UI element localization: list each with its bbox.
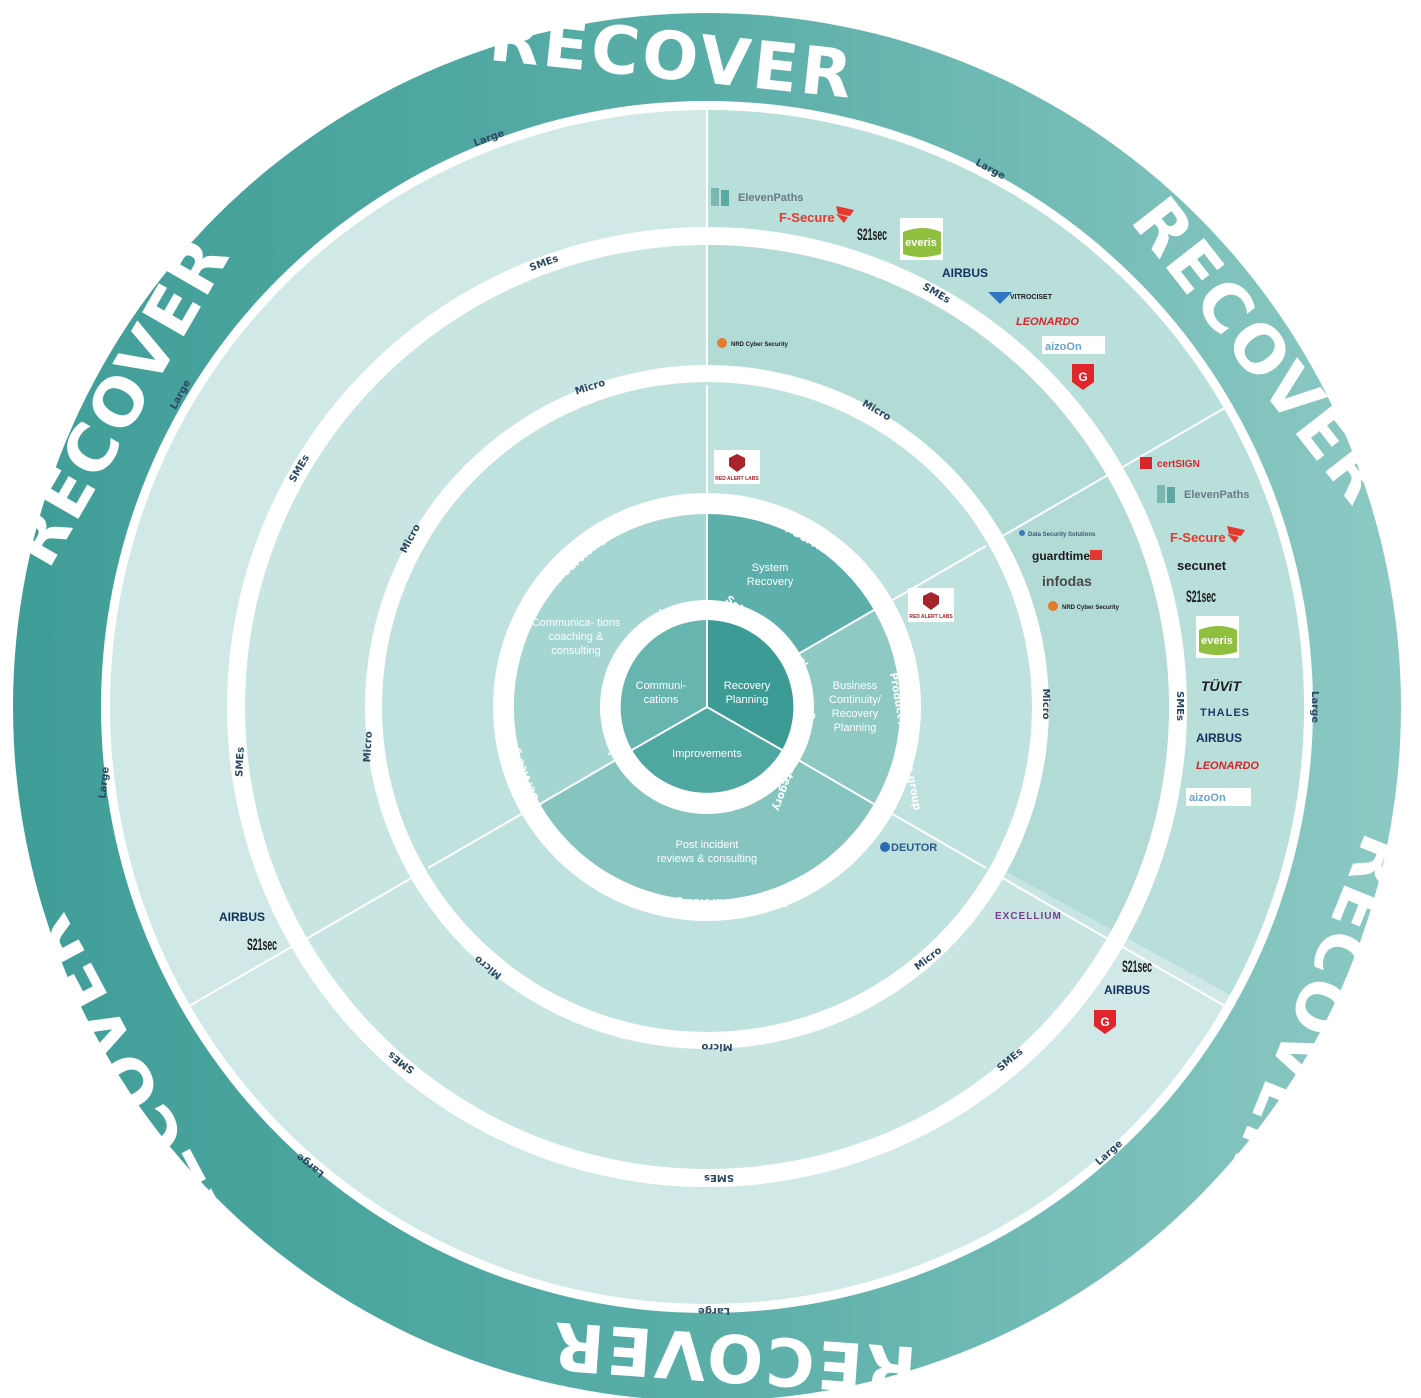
svg-text:S21sec: S21sec <box>857 225 887 244</box>
svg-text:ElevenPaths: ElevenPaths <box>1184 489 1249 501</box>
svg-text:AIRBUS: AIRBUS <box>942 266 988 280</box>
large-label: Large <box>1309 691 1320 723</box>
svg-text:infodas: infodas <box>1042 573 1092 589</box>
svg-text:DEUTOR: DEUTOR <box>891 842 937 854</box>
smes-label: SMEs <box>234 747 247 778</box>
svg-text:AIRBUS: AIRBUS <box>219 910 265 924</box>
svg-text:aizoOn: aizoOn <box>1045 341 1082 353</box>
svg-text:AIRBUS: AIRBUS <box>1196 731 1242 745</box>
leonardo-logo: LEONARDO <box>1196 760 1259 772</box>
svg-text:S21sec: S21sec <box>247 935 277 954</box>
svg-text:everis: everis <box>905 237 937 249</box>
aizoon-logo: aizoOn <box>1186 788 1251 806</box>
svg-text:everis: everis <box>1201 635 1233 647</box>
svg-text:secunet: secunet <box>1177 558 1227 573</box>
thales-logo: THALES <box>1200 707 1250 719</box>
svg-text:TÜViT: TÜViT <box>1201 678 1242 694</box>
improvements-label: Improvements <box>672 748 742 760</box>
smes-label: SMEs <box>704 1172 734 1183</box>
smes-label: SMEs <box>1174 691 1185 721</box>
gdata-logo: G <box>1072 364 1094 390</box>
elevenpaths-logo: ElevenPaths <box>711 188 803 206</box>
vitrociset-logo: VITROCISET <box>988 292 1053 304</box>
s21sec-logo: S21sec <box>857 225 887 244</box>
svg-text:ElevenPaths: ElevenPaths <box>738 192 803 204</box>
svg-text:LEONARDO: LEONARDO <box>1016 316 1079 328</box>
svg-text:aizoOn: aizoOn <box>1189 792 1226 804</box>
excellium-logo: EXCELLIUM <box>995 911 1062 922</box>
svg-text:F-Secure: F-Secure <box>779 210 835 225</box>
leonardo-logo: LEONARDO <box>1016 316 1079 328</box>
f-secure-logo: F-Secure <box>1170 526 1245 545</box>
svg-text:certSIGN: certSIGN <box>1157 459 1200 470</box>
everis-logo: everis <box>1196 616 1239 658</box>
micro-label: Micro <box>1040 688 1051 719</box>
svg-text:S21sec: S21sec <box>1122 957 1152 976</box>
elevenpaths-logo: ElevenPaths <box>1157 485 1249 503</box>
s21sec-logo: S21sec <box>1122 957 1152 976</box>
svg-text:LEONARDO: LEONARDO <box>1196 760 1259 772</box>
svg-text:EXCELLIUM: EXCELLIUM <box>995 911 1062 922</box>
secunet-logo: secunet <box>1177 558 1227 573</box>
gdata-logo: G <box>1094 1010 1116 1034</box>
product-service-group-label: Product / Service group <box>648 896 788 908</box>
certsign-logo: certSIGN <box>1140 457 1200 470</box>
solution-category-ring <box>620 620 794 793</box>
guardtime-logo: guardtime <box>1032 549 1102 563</box>
airbus-logo: AIRBUS <box>942 266 988 280</box>
infodas-logo: infodas <box>1042 573 1092 589</box>
airbus-logo: AIRBUS <box>1196 731 1242 745</box>
large-label: Large <box>698 1305 730 1316</box>
nrd-cyber-security-logo: NRD Cyber Security <box>717 338 789 348</box>
svg-text:NRD Cyber Security: NRD Cyber Security <box>1062 605 1120 611</box>
svg-text:Data Security Solutions: Data Security Solutions <box>1028 532 1096 538</box>
f-secure-logo: F-Secure <box>779 206 854 225</box>
everis-logo: everis <box>900 218 943 260</box>
airbus-logo: AIRBUS <box>219 910 265 924</box>
svg-text:F-Secure: F-Secure <box>1170 530 1226 545</box>
large-label: Large <box>97 766 111 799</box>
data-security-solutions-logo: Data Security Solutions <box>1019 530 1096 538</box>
communications-label: Communi-cations <box>636 680 687 706</box>
svg-text:G: G <box>1100 1015 1109 1029</box>
svg-text:G: G <box>1078 370 1087 384</box>
airbus-logo: AIRBUS <box>1104 983 1150 997</box>
svg-text:VITROCISET: VITROCISET <box>1010 294 1053 301</box>
svg-text:S21sec: S21sec <box>1186 587 1216 606</box>
svg-text:AIRBUS: AIRBUS <box>1104 983 1150 997</box>
tuvit-logo: TÜViT <box>1201 678 1242 694</box>
nrd-cyber-security-logo: NRD Cyber Security <box>1048 601 1120 611</box>
svg-text:RED ALERT LABS: RED ALERT LABS <box>909 614 953 620</box>
svg-text:NRD Cyber Security: NRD Cyber Security <box>731 342 789 348</box>
micro-label: Micro <box>362 731 375 763</box>
svg-text:guardtime: guardtime <box>1032 549 1090 563</box>
s21sec-logo: S21sec <box>1186 587 1216 606</box>
red-alert-labs-logo: RED ALERT LABS <box>714 450 760 484</box>
deutor-logo: DEUTOR <box>880 842 937 854</box>
red-alert-labs-logo: RED ALERT LABS <box>908 588 954 622</box>
s21sec-logo: S21sec <box>247 935 277 954</box>
svg-text:THALES: THALES <box>1200 707 1250 719</box>
micro-label: Micro <box>701 1041 732 1052</box>
svg-text:RED ALERT LABS: RED ALERT LABS <box>715 476 759 482</box>
aizoon-logo: aizoOn <box>1042 336 1105 354</box>
